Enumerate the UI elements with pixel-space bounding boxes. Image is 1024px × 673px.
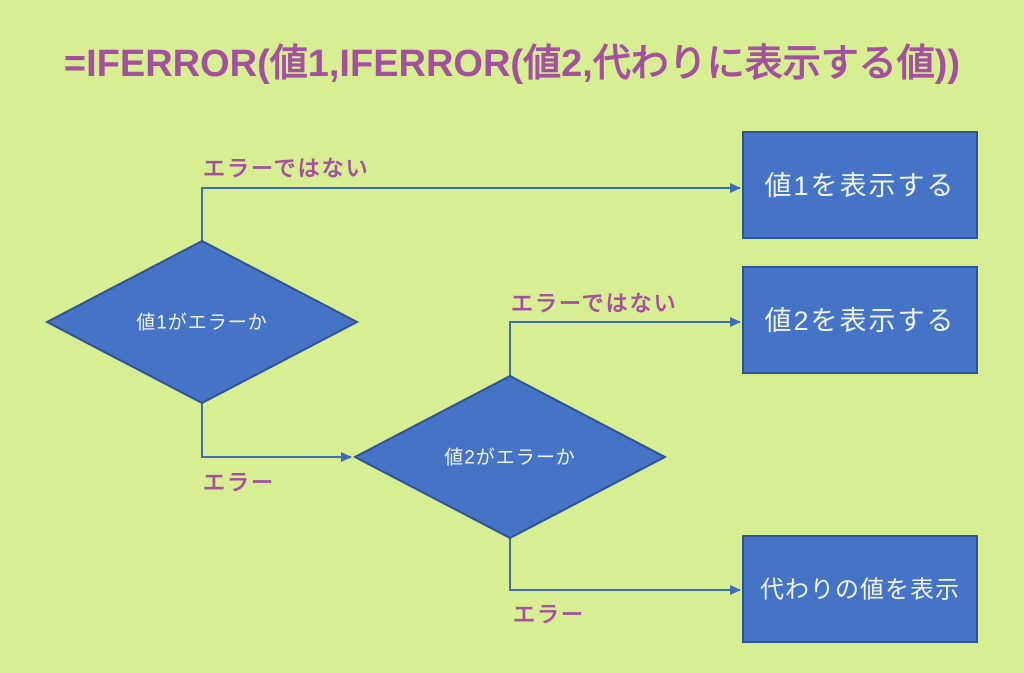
edge-label-error-1: エラー xyxy=(203,470,275,495)
connector-value1-not-error xyxy=(201,183,741,243)
formula-title: =IFERROR(値1,IFERROR(値2,代わりに表示する値)) xyxy=(63,43,961,85)
connector-value2-not-error xyxy=(509,317,741,378)
decision-diamond-value1 xyxy=(44,239,360,405)
edge-label-not-error-1: エラーではない xyxy=(203,156,370,181)
result-box-value1 xyxy=(742,131,978,239)
decision-diamond-value2 xyxy=(352,374,668,540)
edge-label-not-error-2: エラーではない xyxy=(511,291,678,316)
result-box-value2 xyxy=(742,266,978,374)
result-label-value2: 値2を表示する xyxy=(764,306,955,336)
connector-value2-error xyxy=(509,536,741,595)
decision-label-value2: 値2がエラーか xyxy=(444,447,576,469)
decision-label-value1: 値1がエラーか xyxy=(136,312,268,334)
edge-label-error-2: エラー xyxy=(513,602,585,627)
connector-value1-error xyxy=(201,401,352,462)
result-label-fallback: 代わりの値を表示 xyxy=(760,577,960,604)
result-box-fallback xyxy=(742,535,978,643)
result-label-value1: 値1を表示する xyxy=(764,171,955,201)
